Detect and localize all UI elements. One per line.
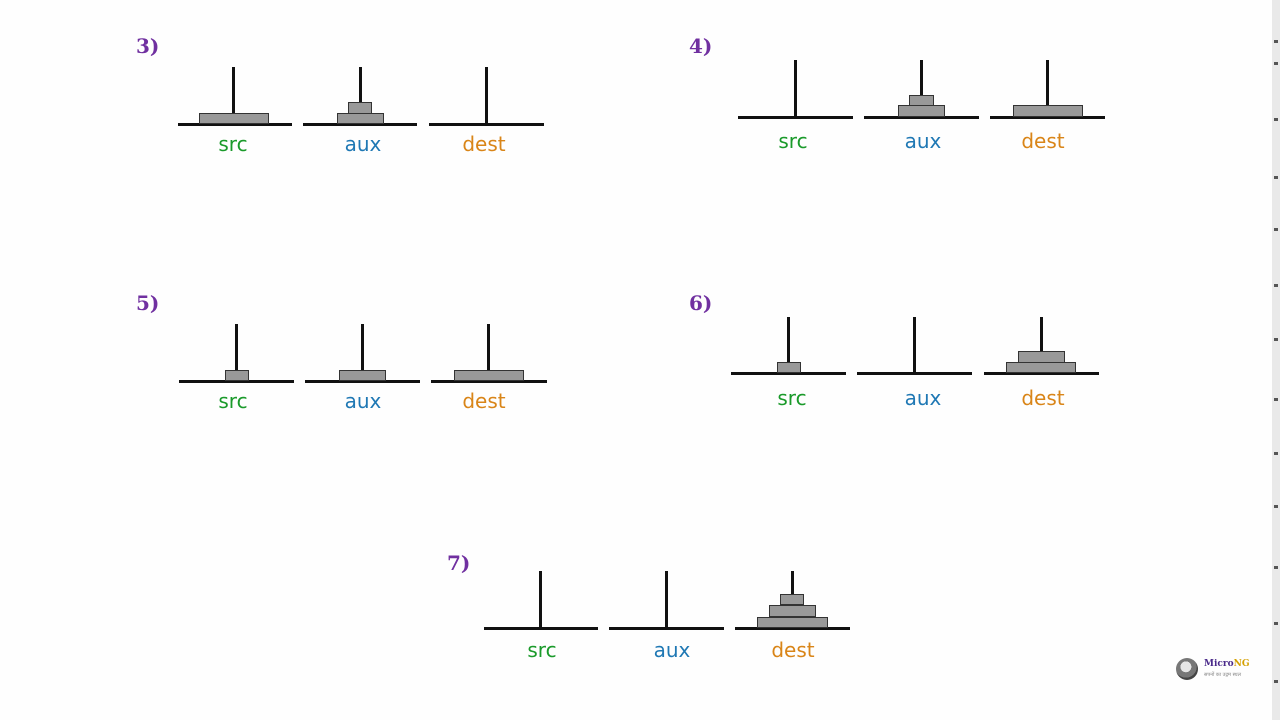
src-base [738,116,853,119]
dest-label: dest [462,389,506,413]
src-rod [787,317,790,372]
disk-small [777,362,801,373]
disk-large [757,617,828,628]
src-label: src [218,389,248,413]
src-rod [235,324,238,380]
aux-base [857,372,972,375]
dest-rod [485,67,488,123]
dest-label: dest [1021,386,1065,410]
disk-small [780,594,804,605]
disk-large [199,113,269,124]
step-7-label: 7) [447,551,471,575]
dest-base [990,116,1105,119]
dest-rod [487,324,490,380]
disk-small [225,370,249,381]
aux-rod [913,317,916,372]
disk-small [909,95,934,106]
aux-label: aux [904,129,942,153]
disk-large [454,370,524,381]
window-edge [1272,0,1280,720]
aux-label: aux [904,386,942,410]
logo-brand-b: NG [1233,659,1250,669]
dest-label: dest [462,132,506,156]
logo-tagline: सपनों का उद्गम स्थल [1204,672,1242,678]
aux-rod [920,60,923,116]
src-label: src [777,386,807,410]
dest-base [431,380,547,383]
disk-medium [337,113,384,124]
channel-logo: MicroNG सपनों का उद्गम स्थल [1176,656,1256,686]
disk-medium [898,105,945,117]
dest-base [429,123,544,126]
src-rod [539,571,542,627]
step-4-label: 4) [689,34,713,58]
step-6-label: 6) [689,291,713,315]
aux-label: aux [344,132,382,156]
step-3-label: 3) [136,34,160,58]
disk-medium [1018,351,1065,363]
dest-rod [1040,317,1043,372]
aux-base [305,380,420,383]
aux-rod [665,571,668,627]
aux-base [609,627,724,630]
dest-base [735,627,850,630]
disk-large [1013,105,1083,117]
src-label: src [778,129,808,153]
disk-small [348,102,372,114]
logo-brand-a: Micro [1204,659,1234,669]
aux-rod [359,67,362,123]
src-base [484,627,598,630]
src-label: src [527,638,557,662]
avatar-logo-icon [1176,658,1198,680]
aux-base [864,116,979,119]
dest-base [984,372,1099,375]
aux-rod [361,324,364,380]
src-base [178,123,292,126]
aux-base [303,123,417,126]
dest-label: dest [1021,129,1065,153]
src-rod [232,67,235,123]
src-base [731,372,846,375]
src-label: src [218,132,248,156]
dest-rod [1046,60,1049,116]
src-rod [794,60,797,116]
step-5-label: 5) [136,291,160,315]
disk-medium [339,370,386,381]
aux-label: aux [653,638,691,662]
aux-label: aux [344,389,382,413]
src-base [179,380,294,383]
logo-brand: MicroNG [1204,659,1250,669]
dest-label: dest [771,638,815,662]
disk-medium [769,605,816,617]
disk-large [1006,362,1076,373]
